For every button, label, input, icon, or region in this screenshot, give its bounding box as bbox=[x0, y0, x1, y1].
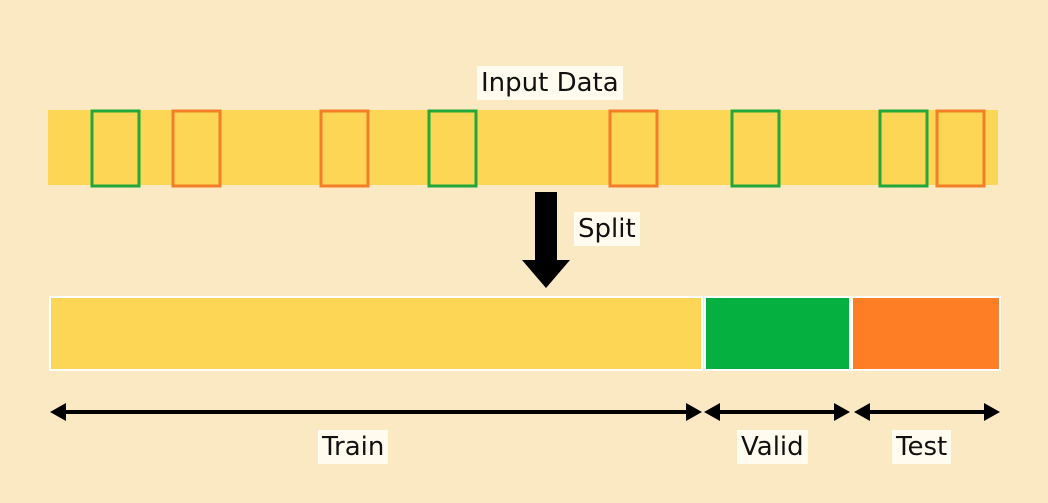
valid-label: Valid bbox=[737, 430, 808, 464]
test-sample-marker bbox=[171, 109, 222, 188]
valid-sample-marker bbox=[427, 109, 478, 188]
valid-segment bbox=[704, 296, 851, 371]
train-segment bbox=[49, 296, 703, 371]
valid-sample-marker bbox=[878, 109, 929, 188]
valid-sample-marker bbox=[90, 109, 141, 188]
test-sample-marker bbox=[935, 109, 986, 188]
train-label: Train bbox=[318, 430, 389, 464]
input-data-band bbox=[48, 110, 998, 185]
test-range-arrow bbox=[854, 403, 1000, 421]
split-arrow bbox=[522, 192, 570, 288]
train-range-arrow bbox=[50, 403, 702, 421]
test-sample-marker bbox=[319, 109, 370, 188]
input-data-label: Input Data bbox=[477, 66, 623, 100]
input-markers bbox=[90, 109, 986, 188]
test-label: Test bbox=[892, 430, 952, 464]
test-segment bbox=[851, 296, 1001, 371]
test-sample-marker bbox=[608, 109, 659, 188]
split-label: Split bbox=[574, 212, 640, 246]
valid-range-arrow bbox=[704, 403, 850, 421]
valid-sample-marker bbox=[730, 109, 781, 188]
